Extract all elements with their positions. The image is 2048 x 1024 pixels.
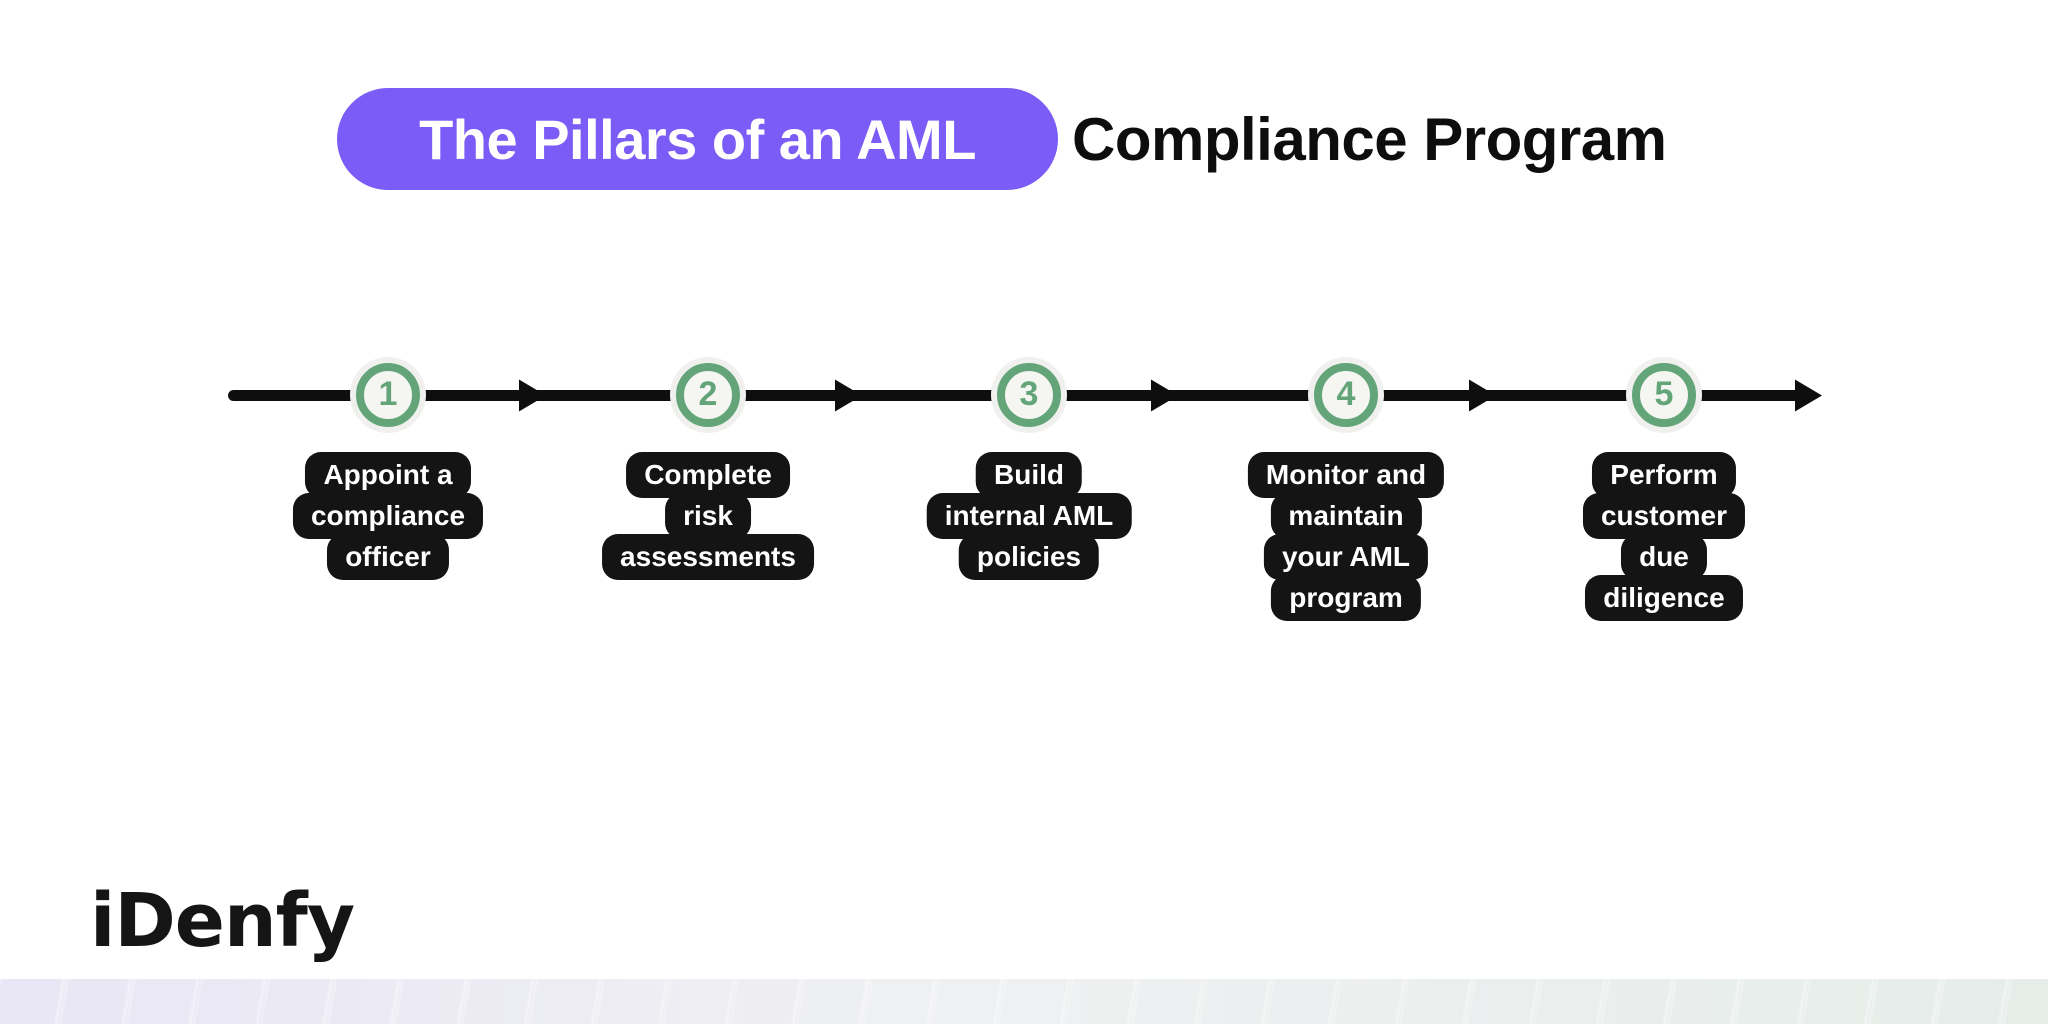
pillar-line: risk <box>665 493 751 539</box>
title-rest-text: Compliance Program <box>1072 105 1667 173</box>
timeline-arrow-icon <box>835 379 862 412</box>
pillar-line: your AML <box>1263 534 1429 580</box>
step-number: 3 <box>1019 375 1039 413</box>
step-circle-1: 1 <box>350 357 426 433</box>
timeline-arrow-icon <box>519 379 546 412</box>
step-number: 1 <box>378 375 398 413</box>
step-circle-4: 4 <box>1308 357 1384 433</box>
pillar-line: compliance <box>292 493 484 539</box>
step-number: 2 <box>698 375 718 413</box>
pillar-line: policies <box>958 534 1100 580</box>
title-highlight-pill: The Pillars of an AML <box>337 88 1058 190</box>
step-circle-ring: 3 <box>997 363 1061 427</box>
pillar-line: Build <box>976 452 1082 498</box>
bottom-band <box>0 979 2048 1024</box>
timeline-end-arrow-icon <box>1795 379 1822 412</box>
timeline-arrow-icon <box>1151 379 1178 412</box>
pillar-line: Monitor and <box>1247 452 1445 498</box>
pillar-line: Complete <box>626 452 790 498</box>
pillar-line: internal AML <box>926 493 1132 539</box>
step-circle-2: 2 <box>670 357 746 433</box>
pillar-line: Appoint a <box>305 452 471 498</box>
pillar-line: Perform <box>1592 452 1736 498</box>
step-circle-3: 3 <box>991 357 1067 433</box>
pillar-line: diligence <box>1585 575 1743 621</box>
step-circle-ring: 4 <box>1314 363 1378 427</box>
step-number: 4 <box>1336 375 1356 413</box>
pillar-line: program <box>1271 575 1421 621</box>
pillar-line: assessments <box>602 534 814 580</box>
step-number: 5 <box>1654 375 1674 413</box>
pillar-line: maintain <box>1270 493 1422 539</box>
step-circle-ring: 2 <box>676 363 740 427</box>
timeline-arrow-icon <box>1469 379 1496 412</box>
step-circle-ring: 1 <box>356 363 420 427</box>
title-highlight-text: The Pillars of an AML <box>419 107 976 171</box>
idenfy-logo: iDenfy <box>90 878 355 964</box>
pillar-line: officer <box>327 534 449 580</box>
step-circle-ring: 5 <box>1632 363 1696 427</box>
pillar-line: customer <box>1582 493 1746 539</box>
pillar-line: due <box>1621 534 1707 580</box>
step-circle-5: 5 <box>1626 357 1702 433</box>
